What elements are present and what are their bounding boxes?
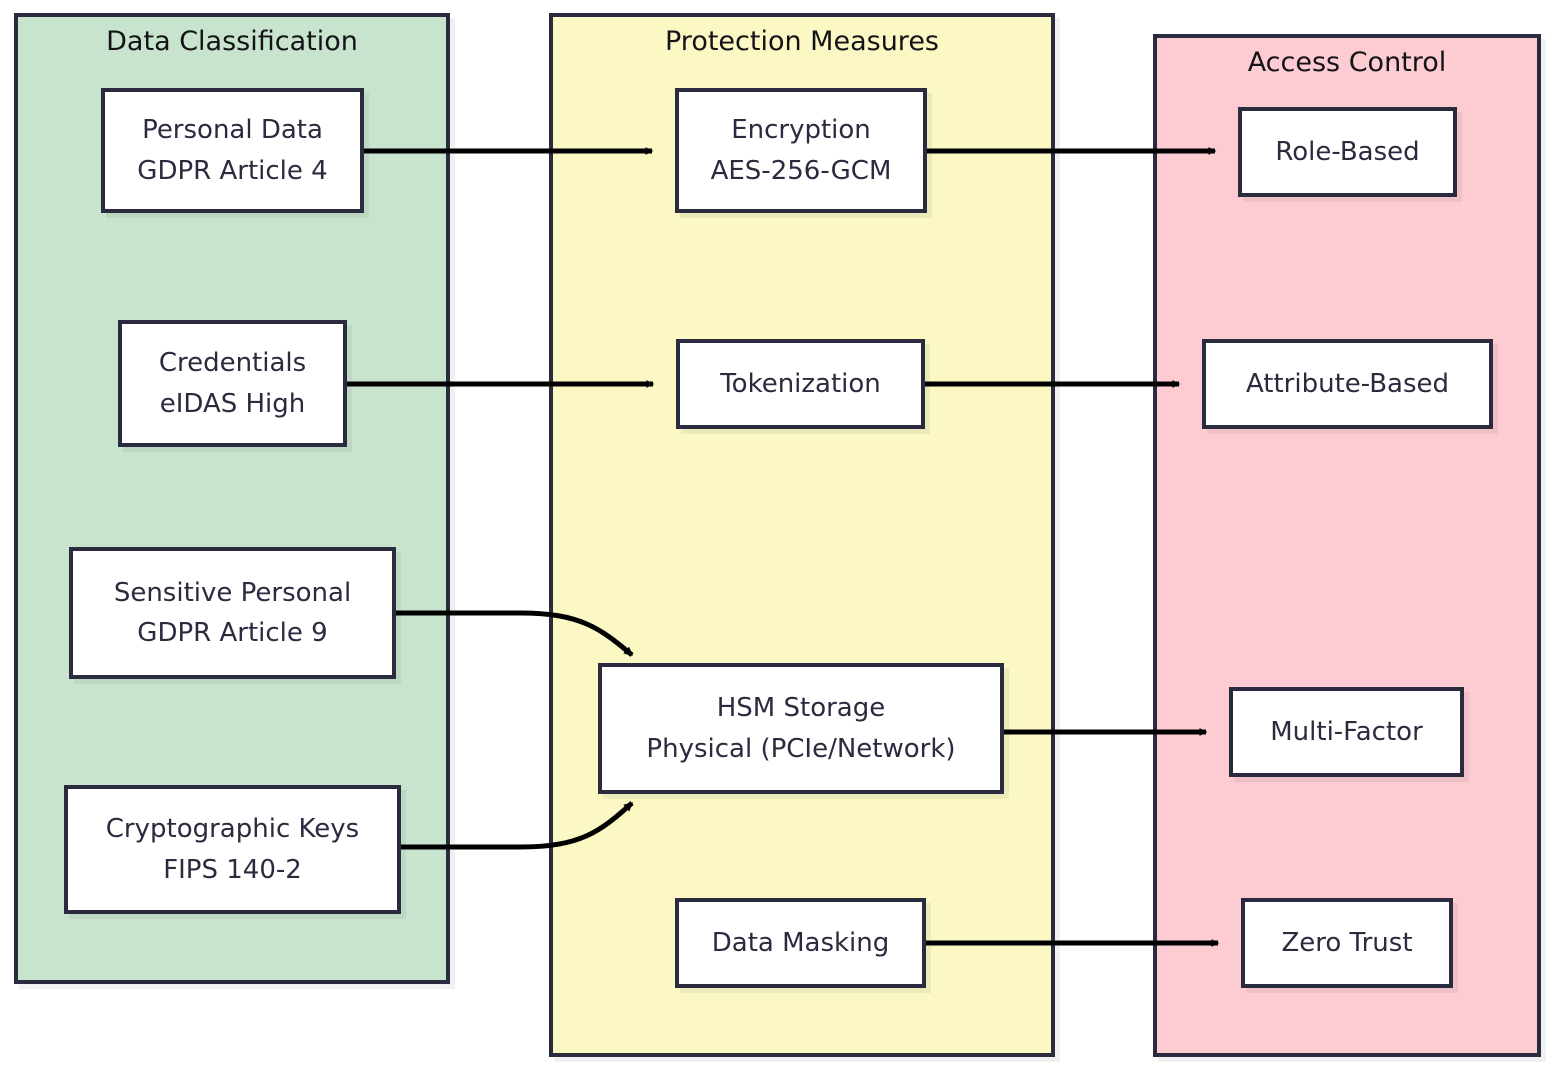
node-encryption[interactable]: Encryption AES-256-GCM — [675, 88, 927, 213]
node-hsm-storage[interactable]: HSM Storage Physical (PCIe/Network) — [598, 663, 1004, 794]
node-personal-data-line-1: Personal Data — [142, 115, 323, 146]
cluster-title-data-classification: Data Classification — [106, 26, 358, 57]
node-sensitive-personal[interactable]: Sensitive Personal GDPR Article 9 — [69, 547, 396, 679]
node-credentials-line-2: eIDAS High — [159, 388, 306, 419]
node-zero-trust-line-1: Zero Trust — [1281, 927, 1413, 958]
node-hsm-storage-line-2: Physical (PCIe/Network) — [646, 733, 956, 764]
node-attribute-based[interactable]: Attribute-Based — [1202, 339, 1493, 429]
node-role-based-line-1: Role-Based — [1275, 136, 1420, 167]
node-hsm-storage-line-1: HSM Storage — [716, 693, 886, 724]
node-credentials[interactable]: Credentials eIDAS High — [118, 320, 347, 447]
cluster-access-control — [1153, 34, 1541, 1057]
cluster-title-protection-measures: Protection Measures — [665, 26, 939, 57]
node-attribute-based-line-1: Attribute-Based — [1245, 368, 1450, 399]
node-tokenization-line-1: Tokenization — [720, 368, 881, 399]
node-multi-factor-line-1: Multi-Factor — [1270, 716, 1423, 747]
node-personal-data-line-2: GDPR Article 4 — [137, 155, 328, 186]
node-sensitive-personal-line-1: Sensitive Personal — [113, 577, 352, 608]
node-cryptographic-keys-line-1: Cryptographic Keys — [105, 814, 360, 845]
node-role-based[interactable]: Role-Based — [1238, 107, 1457, 197]
node-zero-trust[interactable]: Zero Trust — [1241, 898, 1453, 988]
node-cryptographic-keys[interactable]: Cryptographic Keys FIPS 140-2 — [64, 785, 401, 914]
node-personal-data[interactable]: Personal Data GDPR Article 4 — [101, 88, 364, 213]
node-encryption-line-1: Encryption — [731, 115, 871, 146]
node-data-masking-line-1: Data Masking — [711, 927, 890, 958]
node-cryptographic-keys-line-2: FIPS 140-2 — [163, 854, 302, 885]
node-multi-factor[interactable]: Multi-Factor — [1229, 687, 1464, 777]
cluster-title-access-control: Access Control — [1247, 47, 1447, 78]
node-tokenization[interactable]: Tokenization — [676, 339, 925, 429]
node-sensitive-personal-line-2: GDPR Article 9 — [137, 618, 328, 648]
node-data-masking[interactable]: Data Masking — [675, 898, 926, 988]
node-credentials-line-1: Credentials — [158, 348, 307, 379]
node-encryption-line-2: AES-256-GCM — [710, 155, 892, 186]
